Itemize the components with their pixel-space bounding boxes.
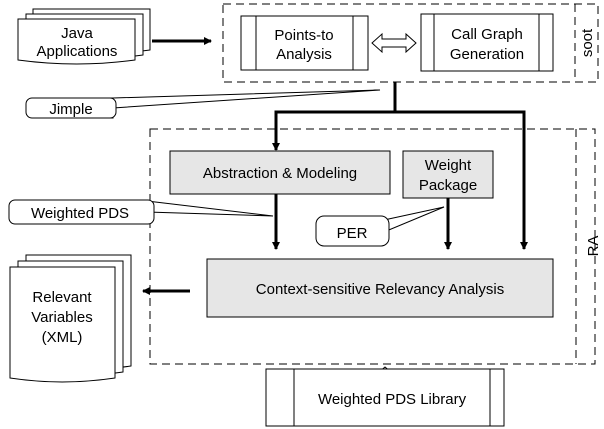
points-to-analysis-box: Points-to Analysis <box>240 15 369 71</box>
call-graph-label-1: Call Graph <box>451 26 523 43</box>
call-graph-generation-box: Call Graph Generation <box>420 13 554 72</box>
relevant-variables-label-1: Relevant <box>32 289 92 306</box>
soot-label: soot <box>579 28 596 57</box>
java-applications-label-1: Java <box>61 25 93 42</box>
jimple-callout-box <box>25 97 117 119</box>
per-callout: PER <box>315 206 445 247</box>
relevant-variables-label-2: Variables <box>31 309 92 326</box>
relevant-variables-label-3: (XML) <box>42 329 83 346</box>
call-graph-label-2: Generation <box>450 46 524 63</box>
per-box <box>315 215 390 247</box>
output-doc-front <box>9 266 116 383</box>
relevant-variables-doc-stack: Relevant Variables (XML) <box>9 254 132 383</box>
weighted-pds-label: Weighted PDS <box>31 205 129 222</box>
library-label: Weighted PDS Library <box>318 391 467 408</box>
arrow-soot-to-abstraction <box>272 82 397 151</box>
call-graph-frame <box>420 13 554 72</box>
weight-package-label-2: Package <box>419 177 477 194</box>
ra-container <box>149 128 596 365</box>
per-pointer <box>383 206 445 233</box>
jimple-callout: Jimple <box>25 89 381 119</box>
ra-label: RA <box>585 236 602 257</box>
per-label: PER <box>337 225 368 242</box>
relevancy-analysis-box <box>206 258 554 318</box>
weight-package-box <box>402 150 494 199</box>
weighted-pds-box <box>8 199 155 225</box>
points-to-label-1: Points-to <box>274 27 333 44</box>
doc-layer-front <box>17 18 136 65</box>
weight-package-label-1: Weight <box>425 157 472 174</box>
abstraction-modeling-label: Abstraction & Modeling <box>203 165 357 182</box>
abstraction-modeling-box <box>169 150 391 195</box>
weighted-pds-pointer <box>146 200 274 217</box>
weighted-pds-callout: Weighted PDS <box>8 199 274 225</box>
library-frame <box>265 368 505 427</box>
java-applications-label-2: Applications <box>37 43 118 60</box>
java-applications-doc-stack: Java Applications <box>17 8 151 65</box>
weighted-pds-library-box: Weighted PDS Library <box>265 368 505 427</box>
points-to-frame <box>240 15 369 71</box>
jimple-label: Jimple <box>49 101 92 118</box>
relevancy-analysis-label: Context-sensitive Relevancy Analysis <box>256 281 504 298</box>
soot-container <box>222 3 599 83</box>
arrow-soot-to-relevancy <box>395 110 528 250</box>
bidirectional-arrow <box>371 32 417 54</box>
points-to-label-2: Analysis <box>276 46 332 63</box>
